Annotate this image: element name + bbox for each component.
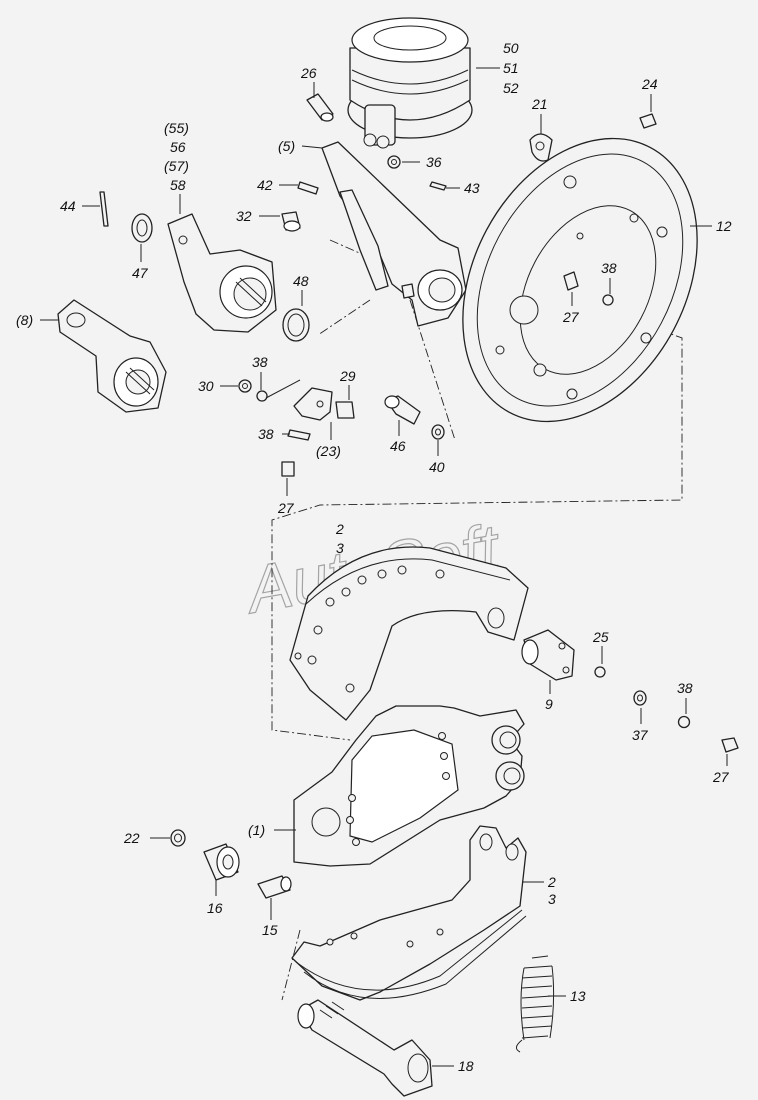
part-38-pin-c [287,429,311,441]
part-24-bolt [639,113,657,129]
part-38-nut-plate [602,294,614,306]
callout-30: 30 [198,378,214,394]
part-2-3-upper-shoe [289,546,529,721]
callout-12: 12 [716,218,732,234]
callout-leaders [40,67,728,1067]
callout-16: 16 [207,900,223,916]
callout-8: (8) [16,312,33,328]
part-37-washer [633,690,647,706]
part-12-backing-plate [462,137,698,423]
part-27-bolt-c [721,737,739,753]
callout-38-plate: 38 [601,260,617,276]
callout-44: 44 [60,198,76,214]
callout-48: 48 [293,273,309,289]
part-15-pin [257,875,292,899]
callout-38-right: 38 [677,680,693,696]
callout-51: 51 [503,60,519,76]
callout-58: 58 [170,177,186,193]
part-18-camshaft [297,999,433,1097]
part-22-ring [170,829,186,847]
part-32-bushing [281,211,301,232]
callout-1: (1) [248,822,265,838]
callout-57: (57) [164,158,189,174]
callout-2-upper: 2 [335,521,344,537]
callout-9: 9 [545,696,553,712]
callout-22: 22 [123,830,140,846]
part-8-lever [57,299,167,413]
callout-25: 25 [592,629,609,645]
callout-52: 52 [503,80,519,96]
part-58-slack-adjuster [167,213,277,333]
part-47-washer [131,213,153,243]
callout-13: 13 [570,988,586,1004]
callout-27-right: 27 [712,769,730,785]
part-43-pin [429,181,447,191]
callout-21: 21 [531,96,548,112]
part-29-bolt [335,401,355,419]
part-38-washer-b [256,390,268,402]
callout-40: 40 [429,459,445,475]
callout-50: 50 [503,40,519,56]
part-40-washer [431,424,445,440]
callout-23: (23) [316,443,341,459]
part-25-plug [594,666,606,678]
callout-24: 24 [641,76,658,92]
callout-42: 42 [257,177,273,193]
part-5-bracket [321,141,467,327]
part-21-clip [529,133,553,162]
part-46-bolt [384,395,421,425]
part-9-anchor-pin [521,629,575,681]
callout-3-lower: 3 [548,891,556,907]
callout-47: 47 [132,265,149,281]
callout-37: 37 [632,727,649,743]
callout-38-upper: 38 [252,354,268,370]
callout-labels: 50 51 52 26 24 21 (55) 56 (57) 58 (5) 36… [16,40,732,1074]
wire-link [265,379,301,399]
part-27-bolt-b [281,461,295,477]
part-36-washer [387,155,401,169]
callout-3-upper: 3 [336,540,344,556]
part-30-nut [238,379,252,393]
callout-26: 26 [300,65,317,81]
callout-56: 56 [170,139,186,155]
part-2-3-lower-shoe [291,825,527,1001]
callout-36: 36 [426,154,442,170]
part-42-pin [297,181,319,195]
callout-38-pin: 38 [258,426,274,442]
part-38-nut-d [677,715,691,729]
part-48-seal-ring [282,308,310,342]
callout-55: (55) [164,120,189,136]
callout-2-lower: 2 [547,874,556,890]
callout-46: 46 [390,438,406,454]
part-44-pin [99,191,109,227]
part-23-bracket [293,387,333,421]
callout-27-lower: 27 [277,500,295,516]
part-26-pin [306,93,334,122]
callout-32: 32 [236,208,252,224]
brake-chamber [347,17,473,149]
callout-5: (5) [278,138,295,154]
callout-18: 18 [458,1058,474,1074]
part-1-carrier [293,705,525,867]
part-27-bolt-plate [563,271,579,291]
callout-15: 15 [262,922,278,938]
callout-29: 29 [339,368,356,384]
callout-43: 43 [464,180,480,196]
callout-27-plate: 27 [562,309,580,325]
part-13-spring [516,955,555,1053]
part-16-bushing [203,843,240,881]
